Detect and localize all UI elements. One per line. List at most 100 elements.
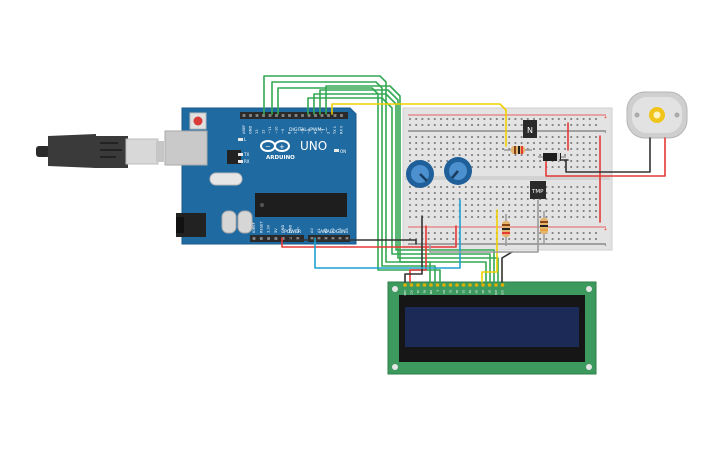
header-pin[interactable] bbox=[249, 114, 252, 117]
breadboard-hole[interactable] bbox=[458, 198, 461, 200]
breadboard-hole[interactable] bbox=[471, 192, 473, 194]
breadboard-hole[interactable] bbox=[483, 136, 486, 138]
breadboard-hole[interactable] bbox=[588, 160, 591, 162]
breadboard-hole[interactable] bbox=[471, 154, 473, 156]
breadboard-hole[interactable] bbox=[464, 204, 467, 206]
breadboard-hole[interactable] bbox=[415, 124, 418, 126]
breadboard-hole[interactable] bbox=[551, 210, 554, 212]
breadboard-hole[interactable] bbox=[483, 148, 486, 150]
breadboard-hole[interactable] bbox=[483, 154, 486, 156]
header-pin[interactable] bbox=[281, 237, 285, 240]
breadboard-hole[interactable] bbox=[520, 238, 523, 240]
breadboard-hole[interactable] bbox=[409, 232, 411, 234]
lcd-pin[interactable] bbox=[494, 283, 498, 287]
breadboard-hole[interactable] bbox=[520, 204, 523, 206]
breadboard-hole[interactable] bbox=[502, 210, 504, 212]
breadboard-hole[interactable] bbox=[483, 210, 486, 212]
breadboard-hole[interactable] bbox=[582, 186, 585, 188]
breadboard-hole[interactable] bbox=[489, 198, 492, 200]
breadboard-hole[interactable] bbox=[440, 148, 442, 150]
breadboard-hole[interactable] bbox=[452, 232, 455, 234]
digital-header[interactable] bbox=[240, 112, 348, 119]
breadboard-hole[interactable] bbox=[557, 204, 560, 206]
breadboard-hole[interactable] bbox=[471, 136, 473, 138]
breadboard-hole[interactable] bbox=[514, 142, 517, 144]
wire-yellow-2[interactable] bbox=[481, 209, 498, 283]
breadboard-hole[interactable] bbox=[520, 192, 523, 194]
breadboard-hole[interactable] bbox=[508, 154, 511, 156]
breadboard-hole[interactable] bbox=[564, 160, 566, 162]
breadboard-hole[interactable] bbox=[576, 186, 579, 188]
breadboard-hole[interactable] bbox=[557, 136, 560, 138]
breadboard-hole[interactable] bbox=[533, 160, 535, 162]
lcd-pin[interactable] bbox=[403, 283, 407, 287]
breadboard-hole[interactable] bbox=[545, 118, 548, 120]
lcd-pin[interactable] bbox=[416, 283, 420, 287]
breadboard-hole[interactable] bbox=[526, 192, 529, 194]
breadboard-hole[interactable] bbox=[533, 216, 535, 218]
breadboard-hole[interactable] bbox=[427, 148, 430, 150]
breadboard-hole[interactable] bbox=[446, 192, 449, 194]
breadboard-hole[interactable] bbox=[464, 232, 467, 234]
breadboard-hole[interactable] bbox=[495, 136, 498, 138]
breadboard-hole[interactable] bbox=[440, 238, 442, 240]
breadboard-hole[interactable] bbox=[440, 216, 442, 218]
breadboard-hole[interactable] bbox=[446, 154, 449, 156]
breadboard-hole[interactable] bbox=[421, 192, 424, 194]
breadboard-hole[interactable] bbox=[446, 232, 449, 234]
breadboard-hole[interactable] bbox=[495, 166, 498, 168]
usb-cable[interactable] bbox=[36, 134, 164, 168]
breadboard-hole[interactable] bbox=[409, 124, 411, 126]
breadboard-hole[interactable] bbox=[409, 216, 411, 218]
breadboard-hole[interactable] bbox=[489, 238, 492, 240]
breadboard-hole[interactable] bbox=[520, 166, 523, 168]
breadboard-hole[interactable] bbox=[440, 210, 442, 212]
breadboard-hole[interactable] bbox=[588, 148, 591, 150]
lcd-pin[interactable] bbox=[474, 283, 479, 287]
breadboard-hole[interactable] bbox=[551, 186, 554, 188]
breadboard-hole[interactable] bbox=[588, 124, 591, 126]
breadboard-hole[interactable] bbox=[471, 160, 473, 162]
breadboard-hole[interactable] bbox=[495, 204, 498, 206]
breadboard-hole[interactable] bbox=[464, 154, 467, 156]
breadboard-hole[interactable] bbox=[427, 118, 430, 120]
wire-yellow-1[interactable] bbox=[331, 103, 507, 147]
breadboard-hole[interactable] bbox=[446, 238, 449, 240]
breadboard-hole[interactable] bbox=[495, 198, 498, 200]
breadboard-hole[interactable] bbox=[489, 204, 492, 206]
breadboard-hole[interactable] bbox=[471, 210, 473, 212]
breadboard-hole[interactable] bbox=[576, 166, 579, 168]
breadboard-hole[interactable] bbox=[477, 192, 480, 194]
breadboard-hole[interactable] bbox=[427, 198, 430, 200]
breadboard-hole[interactable] bbox=[514, 118, 517, 120]
breadboard-hole[interactable] bbox=[489, 136, 492, 138]
wire-blue-a0[interactable] bbox=[314, 199, 461, 269]
breadboard-hole[interactable] bbox=[415, 198, 418, 200]
breadboard-hole[interactable] bbox=[551, 238, 554, 240]
breadboard-hole[interactable] bbox=[415, 142, 418, 144]
resistor-base[interactable] bbox=[504, 146, 532, 154]
breadboard-hole[interactable] bbox=[582, 204, 585, 206]
breadboard-hole[interactable] bbox=[489, 186, 492, 188]
breadboard-hole[interactable] bbox=[495, 142, 498, 144]
breadboard-hole[interactable] bbox=[551, 204, 554, 206]
breadboard-hole[interactable] bbox=[495, 154, 498, 156]
wire-green-5[interactable] bbox=[319, 89, 499, 283]
breadboard-hole[interactable] bbox=[495, 118, 498, 120]
breadboard-hole[interactable] bbox=[570, 154, 573, 156]
breadboard-hole[interactable] bbox=[433, 118, 436, 120]
breadboard-hole[interactable] bbox=[570, 204, 573, 206]
header-pin[interactable] bbox=[324, 237, 328, 240]
breadboard-hole[interactable] bbox=[471, 216, 473, 218]
lcd-pin[interactable] bbox=[455, 283, 459, 287]
breadboard-hole[interactable] bbox=[464, 148, 467, 150]
breadboard-hole[interactable] bbox=[409, 238, 411, 240]
breadboard-hole[interactable] bbox=[508, 118, 511, 120]
breadboard-hole[interactable] bbox=[520, 160, 523, 162]
header-pin[interactable] bbox=[242, 114, 246, 117]
breadboard-hole[interactable] bbox=[576, 192, 579, 194]
breadboard-hole[interactable] bbox=[539, 136, 542, 138]
breadboard-hole[interactable] bbox=[471, 118, 473, 120]
breadboard-hole[interactable] bbox=[557, 186, 560, 188]
breadboard-hole[interactable] bbox=[409, 142, 411, 144]
